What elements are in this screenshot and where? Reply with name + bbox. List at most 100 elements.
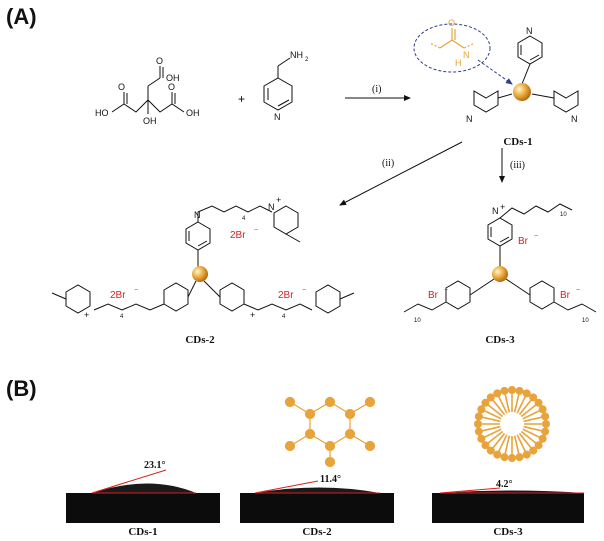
- citric-o-label-3: O: [168, 82, 175, 92]
- cds3-br-left: Br: [428, 290, 439, 301]
- cds2-chain4-top: 4: [242, 216, 246, 222]
- step-i-label: (i): [372, 84, 382, 95]
- cds2-chain4-left: 4: [120, 314, 124, 320]
- cds1-n-top: N: [526, 26, 533, 36]
- cds2-minus-top: −: [254, 227, 258, 234]
- micelle-head: [500, 386, 509, 395]
- amine-subscript: 2: [305, 57, 309, 63]
- carbon-dot-core-cds1: [513, 83, 531, 101]
- cds2-2br-right: 2Br: [278, 290, 294, 301]
- cds2-minus-right: −: [302, 287, 306, 294]
- contact-angle-cds1: 23.1°: [144, 460, 166, 471]
- micelle-head: [538, 434, 547, 443]
- cds1-n-left: N: [466, 114, 473, 124]
- micelle-head: [486, 393, 495, 402]
- step-iii-label: (iii): [510, 160, 525, 171]
- micelle-head: [515, 386, 524, 395]
- micelle-head: [529, 393, 538, 402]
- cds3-br-right: Br: [560, 290, 571, 301]
- cds2-nplus-left: +: [84, 310, 89, 320]
- cds3-structure: [403, 203, 597, 313]
- amide-n-label: N: [463, 50, 470, 60]
- carbon-dot-core-cds2: [192, 266, 208, 282]
- micelle-head: [515, 453, 524, 462]
- micelle-head: [534, 441, 543, 450]
- cds2-2br-top: 2Br: [230, 230, 246, 241]
- substrate-cds2: [240, 493, 394, 523]
- citric-oh-label-3: OH: [143, 116, 157, 126]
- micelle-head: [474, 427, 483, 436]
- micelle-head: [529, 446, 538, 455]
- amide-h-label: H: [455, 58, 462, 68]
- cds1-caption: CDs-1: [503, 136, 533, 148]
- aminomethylpyridine-structure: [263, 57, 293, 111]
- cds3-chain10-top: 10: [560, 212, 567, 218]
- substrate-cds3: [432, 493, 584, 523]
- micelle-head: [534, 398, 543, 407]
- micelle-head: [541, 427, 550, 436]
- citric-acid-structure: [111, 66, 185, 114]
- cds3-caption: CDs-3: [485, 334, 515, 346]
- carbon-dot-core-cds3: [492, 266, 508, 282]
- cds2-n-top: N: [194, 210, 201, 220]
- micelle-head: [474, 412, 483, 421]
- cds1-structure: [473, 35, 579, 113]
- substrate-cds1: [66, 493, 220, 523]
- micelle-head: [493, 450, 502, 459]
- caption-cds2-b: CDs-2: [302, 526, 332, 538]
- citric-o-label-1: O: [118, 82, 125, 92]
- micelle-head: [522, 389, 531, 398]
- cds2-n-topright: N: [268, 202, 275, 212]
- citric-oh-label-4: OH: [186, 108, 200, 118]
- cds3-micelle-sketch: [474, 386, 550, 462]
- inset-pointer-arrow: [477, 59, 513, 85]
- micelle-head: [481, 398, 490, 407]
- cds3-minus-left: −: [444, 287, 448, 294]
- micelle-head: [508, 386, 516, 394]
- citric-ho-label: HO: [95, 108, 109, 118]
- micelle-head: [542, 420, 550, 428]
- tangent-line-cds3: [439, 487, 501, 494]
- amide-bond-structure: [429, 28, 476, 49]
- contact-angle-cds3: 4.2°: [496, 479, 513, 490]
- cds2-caption: CDs-2: [185, 334, 215, 346]
- droplet-cds3: [440, 490, 584, 493]
- amide-inset-ellipse: [413, 23, 491, 73]
- cds2-network-sketch: [284, 396, 376, 468]
- micelle-head: [477, 434, 486, 443]
- cds2-2br-left: 2Br: [110, 290, 126, 301]
- contact-angle-cds2: 11.4°: [320, 474, 341, 485]
- micelle-head: [500, 453, 509, 462]
- cds2-nplus-right: +: [250, 310, 255, 320]
- droplet-cds2: [255, 487, 380, 493]
- cds3-br-top: Br: [518, 236, 529, 247]
- cds3-nplus-top: +: [500, 202, 505, 212]
- cds2-nplus-top: +: [276, 195, 281, 205]
- micelle-head: [481, 441, 490, 450]
- micelle-head: [508, 454, 516, 462]
- cds2-minus-left: −: [134, 287, 138, 294]
- amide-o-label: O: [448, 18, 455, 28]
- micelle-head: [477, 405, 486, 414]
- cds3-minus-top: −: [534, 233, 538, 240]
- tangent-line-cds1: [91, 469, 167, 494]
- pyridine-n-label: N: [274, 112, 281, 122]
- cds3-n-top: N: [492, 206, 499, 216]
- cds3-chain10-right: 10: [582, 318, 589, 324]
- citric-o-label-2: O: [156, 56, 163, 66]
- cds2-structure: [51, 205, 355, 314]
- micelle-head: [474, 420, 482, 428]
- droplet-cds1: [92, 483, 196, 493]
- cds2-chain4-right: 4: [282, 314, 286, 320]
- cds3-minus-right: −: [576, 287, 580, 294]
- panel-a-label: (A): [6, 4, 37, 29]
- caption-cds3-b: CDs-3: [493, 526, 523, 538]
- panel-b-label: (B): [6, 376, 37, 401]
- cds1-n-right: N: [571, 114, 578, 124]
- amine-label: NH: [290, 50, 303, 60]
- citric-oh-label-2: OH: [166, 73, 180, 83]
- micelle-head: [538, 405, 547, 414]
- micelle-head: [541, 412, 550, 421]
